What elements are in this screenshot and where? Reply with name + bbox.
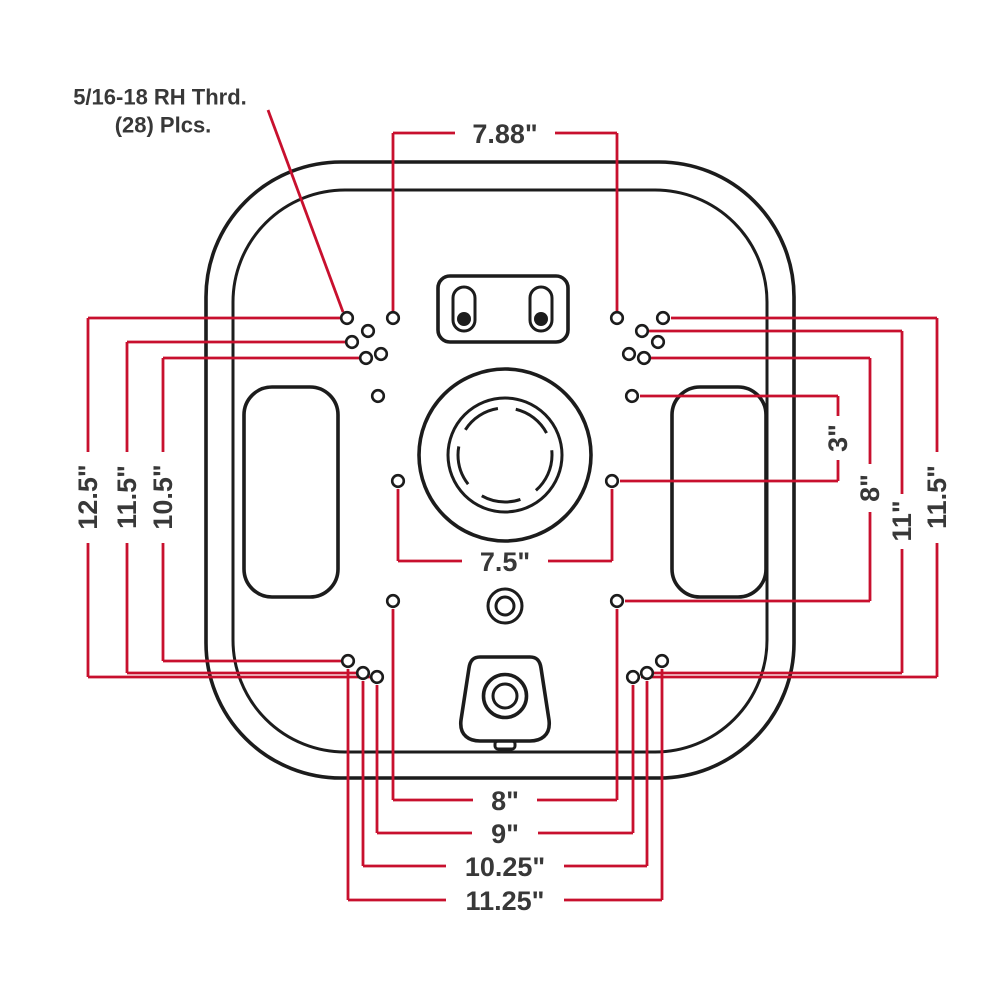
- mounting-hole: [655, 310, 671, 326]
- mounting-hole: [634, 323, 650, 339]
- thread-callout-line1: 5/16-18 RH Thrd.: [73, 85, 247, 110]
- dim-label-top: 7.88": [472, 119, 537, 149]
- mounting-hole: [358, 350, 374, 366]
- mounting-hole: [624, 388, 640, 404]
- mounting-hole: [340, 653, 356, 669]
- mounting-hole: [650, 334, 666, 350]
- dim-bottom-11-25: [346, 669, 664, 902]
- bottom-bracket: [459, 655, 551, 751]
- slot-right: [528, 285, 554, 333]
- slot-left-pin: [457, 312, 471, 326]
- mounting-hole: [636, 350, 652, 366]
- mounting-hole: [385, 310, 401, 326]
- dim-right-11-5: [641, 316, 939, 679]
- dim-bottom-10-25: [361, 681, 649, 868]
- slot-left: [451, 285, 477, 333]
- mounting-hole: [609, 593, 625, 609]
- dim-label-right-3: 3": [823, 424, 853, 452]
- dim-label-right-11-5: 11.5": [922, 465, 952, 529]
- mounting-hole: [625, 669, 641, 685]
- mounting-hole: [355, 665, 371, 681]
- dim-label-bottom-8: 8": [491, 786, 519, 816]
- top-slot-plate: [436, 274, 570, 344]
- dim-label-bottom-11-25: 11.25": [466, 886, 545, 916]
- dim-label-right-11: 11": [887, 500, 917, 541]
- dim-bottom-9: [375, 685, 635, 835]
- left-cutout: [242, 385, 340, 599]
- dim-label-left-12-5: 12.5": [73, 464, 103, 529]
- mounting-hole: [609, 310, 625, 326]
- dim-right-3: [620, 394, 840, 483]
- dim-right-8: [625, 356, 872, 603]
- dim-label-left-10-5: 10.5": [148, 464, 178, 529]
- mounting-hole: [370, 388, 386, 404]
- mounting-hole: [360, 323, 376, 339]
- dim-center-7-5: [396, 489, 614, 563]
- dim-label-right-8: 8": [855, 474, 885, 502]
- mounting-hole: [373, 346, 389, 362]
- pivot-ring: [486, 587, 524, 625]
- dim-top-7-88: [391, 131, 619, 311]
- dim-label-bottom-10-25: 10.25": [465, 852, 545, 882]
- mounting-hole: [344, 334, 360, 350]
- dim-bottom-8: [391, 609, 619, 802]
- mounting-hole: [385, 593, 401, 609]
- dim-label-center: 7.5": [480, 547, 530, 577]
- mounting-hole: [654, 653, 670, 669]
- slot-right-pin: [534, 312, 548, 326]
- dim-left-12-5: [86, 316, 371, 679]
- thread-callout-leader: [266, 109, 345, 313]
- dim-label-bottom-9: 9": [491, 819, 519, 849]
- dim-left-11-5: [125, 340, 357, 675]
- mounting-hole: [369, 669, 385, 685]
- right-cutout: [670, 385, 768, 599]
- dim-left-10-5: [161, 356, 360, 663]
- mounting-hole: [621, 346, 637, 362]
- mounting-holes: [339, 310, 671, 685]
- mounting-hole: [339, 310, 355, 326]
- mounting-hole: [604, 473, 620, 489]
- thread-callout-line2: (28) Plcs.: [115, 113, 212, 138]
- mounting-hole: [639, 665, 655, 681]
- center-hub: [417, 367, 593, 543]
- mounting-hole: [390, 473, 406, 489]
- dim-label-left-11-5: 11.5": [112, 465, 142, 529]
- dim-right-11: [649, 329, 904, 675]
